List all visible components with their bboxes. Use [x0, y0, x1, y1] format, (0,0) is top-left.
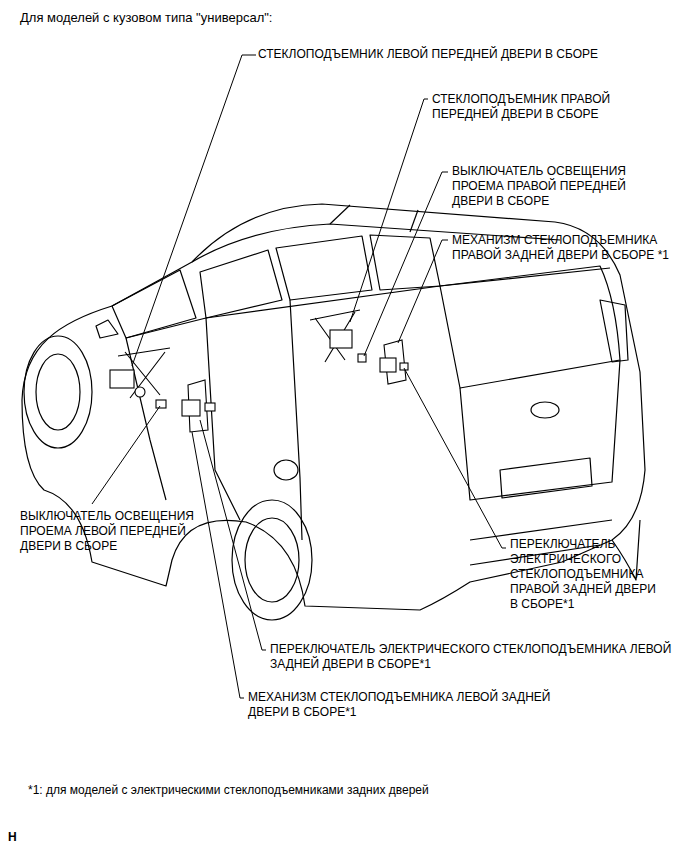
part-label: МЕХАНИЗМ СТЕКЛОПОДЪЕМНИКА ПРАВОЙ ЗАДНЕЙ …	[452, 233, 684, 263]
watermark: H	[8, 830, 17, 845]
part-label: ПЕРЕКЛЮЧАТЕЛЬ ЭЛЕКТРИЧЕСКОГО СТЕКЛОПОДЪЕ…	[270, 642, 682, 672]
part-label: СТЕКЛОПОДЪЕМНИК ПРАВОЙ ПЕРЕДНЕЙ ДВЕРИ В …	[432, 92, 664, 122]
diagram-title: Для моделей с кузовом типа "универсал":	[20, 10, 272, 25]
part-label: СТЕКЛОПОДЪЕМНИК ЛЕВОЙ ПЕРЕДНЕЙ ДВЕРИ В С…	[258, 47, 606, 62]
part-label: ПЕРЕКЛЮЧАТЕЛЬ ЭЛЕКТРИЧЕСКОГО СТЕКЛОПОДЪЕ…	[510, 537, 666, 612]
part-label: ВЫКЛЮЧАТЕЛЬ ОСВЕЩЕНИЯ ПРОЕМА ПРАВОЙ ПЕРЕ…	[452, 164, 656, 209]
part-label: ВЫКЛЮЧАТЕЛЬ ОСВЕЩЕНИЯ ПРОЕМА ЛЕВОЙ ПЕРЕД…	[20, 509, 198, 554]
footnote: *1: для моделей с электрическими стеклоп…	[28, 783, 429, 798]
part-label: МЕХАНИЗМ СТЕКЛОПОДЪЕМНИКА ЛЕВОЙ ЗАДНЕЙ Д…	[248, 690, 593, 720]
